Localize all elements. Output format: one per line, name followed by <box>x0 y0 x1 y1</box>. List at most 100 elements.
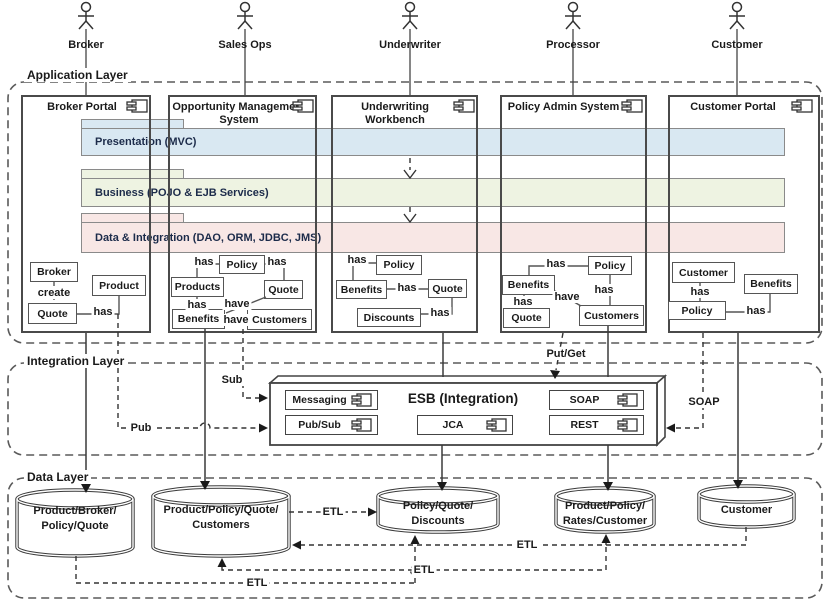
data-band: Data & Integration (DAO, ORM, JDBC, JMS) <box>81 222 785 253</box>
component-icon <box>292 99 314 113</box>
dashed-flow-lines <box>75 314 747 584</box>
relation-label-has: has <box>192 256 216 268</box>
entity-policy: Policy <box>588 256 632 275</box>
actor-processor-icon <box>565 1 581 30</box>
datastore-label-line: Product/Broker/ <box>33 505 117 517</box>
actor-label-processor: Processor <box>546 39 600 51</box>
datastore-label: Product/Policy/ Rates/Customer <box>556 499 654 529</box>
customer-portal-title: Customer Portal <box>690 101 776 113</box>
actor-sales-ops-icon <box>237 1 253 30</box>
entity-benefits: Benefits <box>744 274 798 294</box>
component-icon <box>617 418 638 432</box>
flow-label-sub: Sub <box>219 374 245 386</box>
presentation-band-label: Presentation (MVC) <box>95 136 197 148</box>
relation-label-have: have <box>552 291 582 303</box>
relation-label-has: has <box>511 296 535 308</box>
actor-label-customer: Customer <box>711 39 763 51</box>
esb-module-messaging: Messaging <box>285 390 378 410</box>
relation-label-have: have <box>221 314 251 326</box>
esb-module-rest: REST <box>549 415 644 435</box>
policy-admin-title: Policy Admin System <box>507 101 620 113</box>
actor-underwriter-icon <box>402 1 418 30</box>
datastore-label-line: Policy/Quote <box>41 520 109 532</box>
entity-discounts: Discounts <box>357 308 421 327</box>
datastore-cylinder-product-policy-rates-customer <box>554 486 656 534</box>
datastore-cylinder-customer <box>697 484 796 529</box>
relation-label-has: has <box>744 305 768 317</box>
flow-label-pub: Pub <box>128 422 154 434</box>
datastore-label: Product/Broker/ Policy/Quote <box>17 504 133 534</box>
relation-label-have: have <box>222 298 252 310</box>
actor-label-broker: Broker <box>68 39 104 51</box>
data-band-tab <box>81 213 184 223</box>
entity-policy: Policy <box>376 255 422 275</box>
presentation-band: Presentation (MVC) <box>81 128 785 156</box>
flow-label-etl: ETL <box>320 506 346 518</box>
component-customer-portal <box>668 95 820 333</box>
flow-label-put-get: Put/Get <box>544 348 588 360</box>
component-icon <box>351 418 372 432</box>
data-layer-label: Data Layer <box>24 470 92 484</box>
datastore-label: Product/Policy/Quote/ Customers <box>153 503 289 533</box>
esb-module-jca: JCA <box>417 415 513 435</box>
component-icon <box>617 393 638 407</box>
datastore-label-line: Rates/Customer <box>562 515 648 527</box>
datastore-label-line: Customers <box>192 519 250 531</box>
datastore-label-line: Customer <box>720 504 773 516</box>
relation-label-has: has <box>265 256 289 268</box>
business-band-tab <box>81 169 184 179</box>
datastore-label: Customer <box>699 503 794 518</box>
actor-broker-icon <box>78 1 94 30</box>
esb-module-soap: SOAP <box>549 390 644 410</box>
business-band: Business (POJO & EJB Services) <box>81 178 785 207</box>
flow-label-soap: SOAP <box>686 396 722 408</box>
broker-portal-title: Broker Portal <box>47 101 117 113</box>
relation-label-has: has <box>91 306 115 318</box>
flow-label-etl: ETL <box>411 564 437 576</box>
relation-label-has: has <box>688 286 712 298</box>
application-layer-label: Application Layer <box>24 68 131 82</box>
application-layer-boundary <box>7 81 823 344</box>
entity-customers: Customers <box>247 309 312 330</box>
datastore-cylinder-product-broker <box>15 488 135 558</box>
entity-quote: Quote <box>264 280 303 299</box>
entity-broker: Broker <box>30 262 78 282</box>
datastore-label-line: Discounts <box>411 515 465 527</box>
solid-flow-lines <box>85 326 739 484</box>
opportunity-title: Opportunity Management System <box>172 101 306 126</box>
integration-layer-boundary <box>7 362 823 456</box>
component-icon <box>621 99 643 113</box>
flow-label-etl: ETL <box>244 577 270 589</box>
data-band-label: Data & Integration (DAO, ORM, JDBC, JMS) <box>95 231 322 244</box>
data-layer-boundary <box>7 477 823 599</box>
actor-customer-icon <box>729 1 745 30</box>
esb-title: ESB (Integration) <box>407 391 519 406</box>
datastore-label-line: Policy/Quote/ <box>402 500 474 512</box>
datastore-label: Policy/Quote/ Discounts <box>378 499 498 529</box>
component-underwriting-workbench <box>331 95 478 333</box>
actor-label-underwriter: Underwriter <box>379 39 441 51</box>
datastore-label-line: Product/Policy/ <box>564 500 646 512</box>
actor-label-sales-ops: Sales Ops <box>218 39 272 51</box>
component-icon <box>126 99 148 113</box>
entity-benefits: Benefits <box>502 275 555 295</box>
component-icon <box>453 99 475 113</box>
business-band-label: Business (POJO & EJB Services) <box>95 186 269 199</box>
relation-label-has: has <box>395 282 419 294</box>
entity-quote: Quote <box>503 308 550 328</box>
datastore-cylinder-product-policy-quote-customers <box>151 485 291 558</box>
relation-label-create: create <box>35 287 73 299</box>
esb-module-pubsub: Pub/Sub <box>285 415 378 435</box>
component-broker-portal <box>21 95 151 333</box>
entity-customer: Customer <box>672 262 735 283</box>
datastore-label-line: Product/Policy/Quote/ <box>163 504 279 516</box>
integration-layer-label: Integration Layer <box>24 354 128 368</box>
presentation-band-tab <box>81 119 184 129</box>
entity-quote: Quote <box>428 279 467 298</box>
component-icon <box>486 418 507 432</box>
actor-lines <box>85 29 738 95</box>
component-icon <box>351 393 372 407</box>
